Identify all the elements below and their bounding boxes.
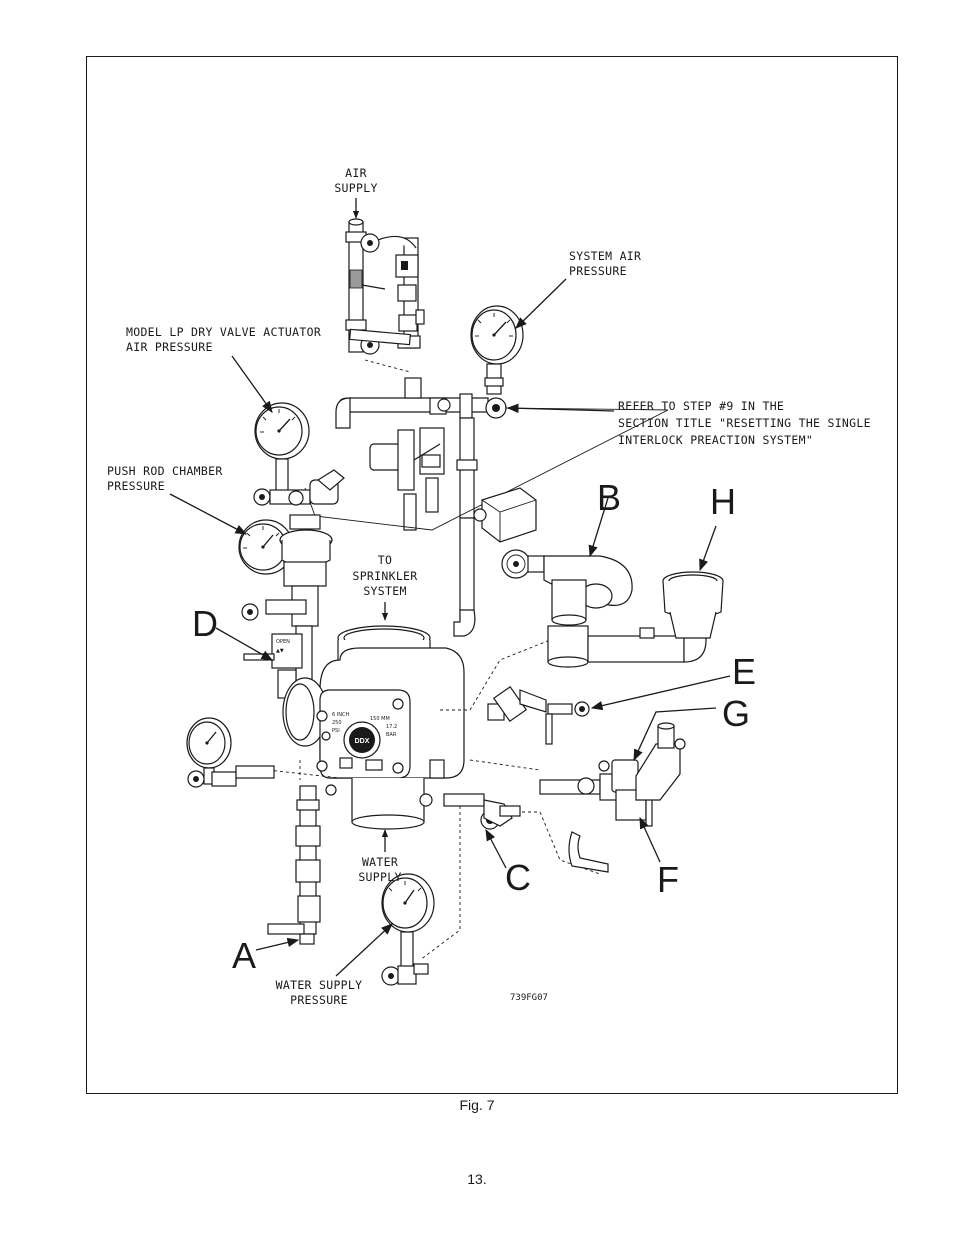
drain-funnel-h: [662, 571, 724, 639]
label-push-rod-1: PUSH ROD CHAMBER: [107, 464, 223, 478]
air-supply-trim: [345, 198, 425, 355]
letter-c: C: [505, 857, 531, 898]
main-drain-a: [267, 784, 337, 945]
label-system-air-1: SYSTEM AIR: [569, 249, 641, 263]
figure-frame: [86, 56, 898, 1094]
letter-a: A: [232, 935, 256, 976]
lp-actuator-pressure-gauge: [254, 402, 310, 500]
letter-b: B: [597, 477, 621, 518]
air-manifold: [335, 377, 507, 519]
valve-psi-unit: PSI: [332, 728, 340, 734]
leader-arrows: [169, 278, 731, 977]
label-to-sprinkler-3: SYSTEM: [363, 584, 406, 598]
valve-brand: DDX: [355, 738, 370, 745]
actuator-cluster: [369, 427, 445, 531]
valve-size-inch: 6 INCH: [332, 712, 349, 718]
main-drain-b: [501, 549, 707, 668]
actuator-valve: [253, 469, 345, 506]
label-push-rod-2: PRESSURE: [107, 479, 165, 493]
letter-h: H: [710, 481, 736, 522]
svg-text:OPEN: OPEN: [276, 639, 290, 645]
water-supply-pressure-gauge: [381, 873, 435, 986]
label-to-sprinkler-2: SPRINKLER: [352, 569, 417, 583]
letter-d: D: [192, 603, 218, 644]
pressure-switch: [473, 487, 537, 543]
push-rod-chamber-gauge: [238, 519, 294, 575]
label-air-supply-1: AIR: [345, 166, 367, 180]
valve-bar: 17.2: [386, 724, 397, 730]
label-refer-3: INTERLOCK PREACTION SYSTEM": [618, 433, 813, 447]
alarm-trim-g-f: [443, 722, 686, 873]
label-water-supply-pressure-2: PRESSURE: [290, 993, 348, 1007]
figure-caption: Fig. 7: [459, 1097, 495, 1113]
valve-size-mm: 150 MM: [370, 716, 390, 722]
letter-f: F: [657, 859, 679, 900]
letter-e: E: [732, 651, 756, 692]
letter-g: G: [722, 693, 750, 734]
valve-bar-unit: BAR: [386, 732, 397, 738]
valve-psi: 250: [332, 720, 342, 726]
label-lp-actuator-2: AIR PRESSURE: [126, 340, 213, 354]
label-water-supply-2: SUPPLY: [358, 870, 401, 884]
label-system-air-2: PRESSURE: [569, 264, 627, 278]
figure-code: 739FG07: [510, 993, 548, 1003]
label-water-supply-pressure-1: WATER SUPPLY: [276, 978, 363, 992]
riser-small-pipe: [453, 517, 476, 637]
label-refer-2: SECTION TITLE "RESETTING THE SINGLE: [618, 416, 871, 430]
left-lower-gauge: [186, 717, 275, 788]
label-refer-1: REFER TO STEP #9 IN THE: [618, 399, 784, 413]
system-air-pressure-gauge: [470, 305, 524, 395]
ddx-valve-body: DDX 6 INCH 150 MM 250 PSI 17.2 BAR: [282, 625, 465, 830]
label-to-sprinkler-1: TO: [378, 553, 392, 567]
svg-text:▲▼: ▲▼: [276, 648, 284, 654]
label-air-supply-2: SUPPLY: [334, 181, 377, 195]
label-water-supply-1: WATER: [362, 855, 398, 869]
label-lp-actuator-1: MODEL LP DRY VALVE ACTUATOR: [126, 325, 321, 339]
alarm-test-e: [487, 685, 590, 745]
page-number: 13.: [467, 1171, 487, 1187]
